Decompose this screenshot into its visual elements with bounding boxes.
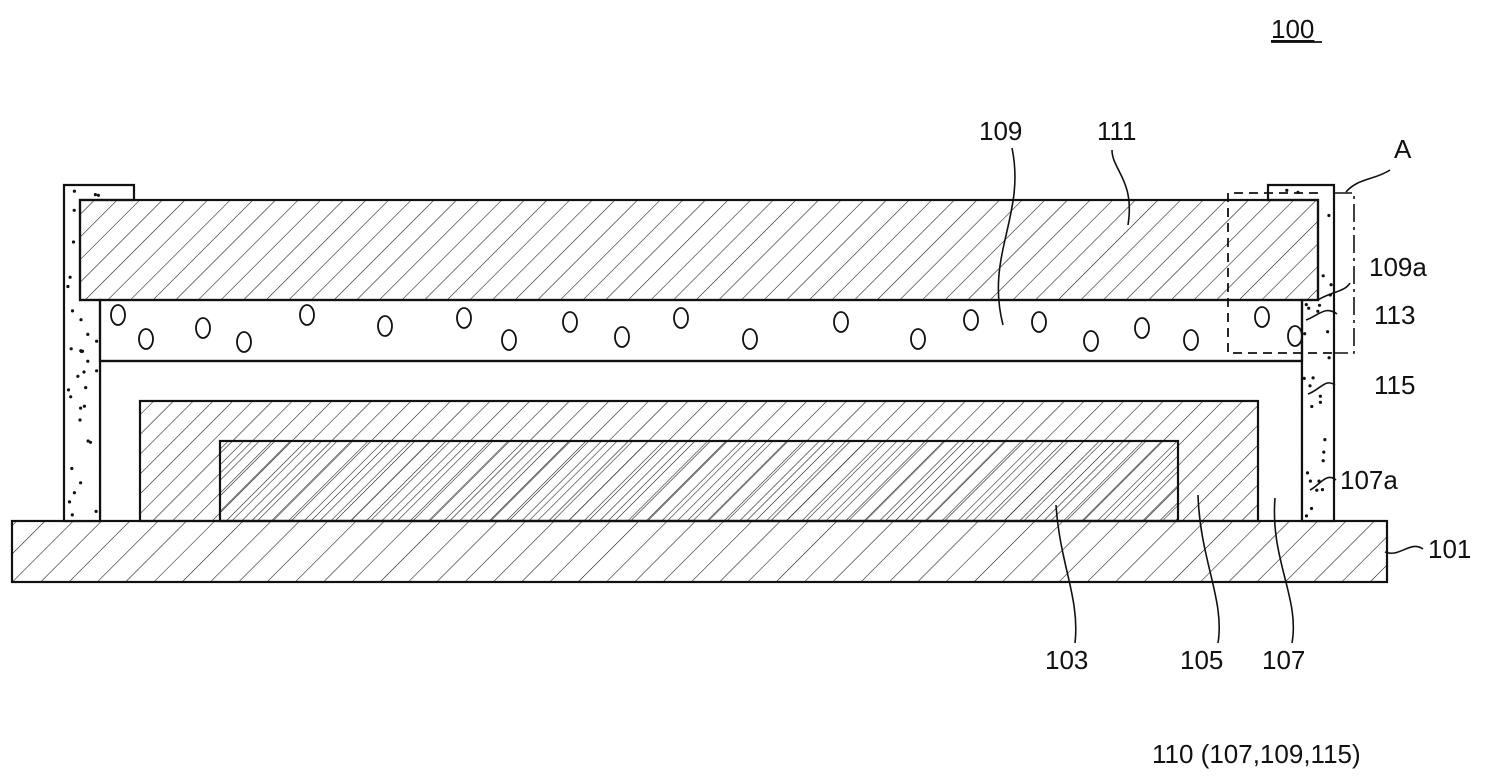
filler-bubble: [674, 308, 688, 328]
filler-bubble: [1084, 331, 1098, 351]
sealant-dot: [1319, 395, 1322, 398]
sealant-dot: [1310, 405, 1313, 408]
label-113: 113: [1374, 300, 1415, 330]
sealant-dot: [95, 369, 98, 372]
leader-A: [1346, 170, 1390, 192]
sealant-dot: [1315, 489, 1318, 492]
filler-bubble: [502, 330, 516, 350]
sealant-dot: [1309, 480, 1312, 483]
sealant-dot: [86, 360, 89, 363]
cover-layer-111: [80, 200, 1318, 300]
sealant-dot: [95, 340, 98, 343]
sealant-dot: [73, 491, 76, 494]
label-115: 115: [1374, 370, 1415, 400]
sealant-dot: [70, 347, 73, 350]
sealant-dot: [1305, 303, 1308, 306]
sealant-dot: [1328, 356, 1331, 359]
sealant-dot: [95, 510, 98, 513]
sealant-dot: [1330, 283, 1333, 286]
region-a-dashdot-line: [1334, 193, 1354, 353]
label-107: 107: [1262, 645, 1305, 675]
label-101: 101: [1428, 534, 1471, 564]
sealant-dot: [66, 285, 69, 288]
sealant-dot: [73, 209, 76, 212]
sealant-dot: [71, 309, 74, 312]
filler-bubble: [300, 305, 314, 325]
filler-bubble: [563, 312, 577, 332]
sealant-dot: [1327, 214, 1330, 217]
device-layer-103: [220, 441, 1178, 521]
sealant-dot: [1322, 451, 1325, 454]
sealant-dot: [72, 240, 75, 243]
filler-bubble: [743, 329, 757, 349]
leader-101: [1385, 546, 1423, 553]
filler-bubble: [911, 329, 925, 349]
label-107a: 107a: [1340, 465, 1398, 495]
sealant-dot: [1322, 459, 1325, 462]
sealant-dot: [80, 350, 83, 353]
sealant-dot: [1319, 401, 1322, 404]
sealant-dot: [68, 500, 71, 503]
sealant-dot: [1307, 307, 1310, 310]
sealant-dot: [1306, 471, 1309, 474]
sealant-dot: [1323, 438, 1326, 441]
figure-ref-100: 100: [1271, 14, 1314, 44]
filler-bubble: [1135, 318, 1149, 338]
sealant-dot: [79, 481, 82, 484]
filler-bubble: [1255, 307, 1269, 327]
filler-bubble: [237, 332, 251, 352]
sealant-dot: [1303, 377, 1306, 380]
filler-bubble: [111, 305, 125, 325]
sealant-dot: [87, 439, 90, 442]
sealant-dot: [1316, 310, 1319, 313]
sealant-dot: [79, 407, 82, 410]
filler-bubble: [378, 316, 392, 336]
sealant-dot: [1285, 189, 1288, 192]
filler-layer-109: [100, 300, 1302, 361]
sealant-dot: [69, 276, 72, 279]
sealant-dot: [1318, 304, 1321, 307]
sealant-dot: [76, 375, 79, 378]
filler-bubble: [615, 327, 629, 347]
sealant-dot: [1312, 376, 1315, 379]
sealant-dot: [1321, 488, 1324, 491]
filler-bubble: [139, 329, 153, 349]
sealant-dot: [70, 467, 73, 470]
sealant-dot: [83, 405, 86, 408]
sealant-dot: [73, 190, 76, 193]
filler-bubble: [964, 310, 978, 330]
sealant-dot: [1308, 384, 1311, 387]
label-A: A: [1394, 134, 1412, 164]
filler-bubble: [457, 308, 471, 328]
substrate-layer-101: [12, 521, 1387, 582]
sealant-dot: [69, 395, 72, 398]
sealant-dot: [86, 333, 89, 336]
composite-ref-110: 110 (107,109,115): [1152, 739, 1361, 769]
filler-particles: [111, 305, 1302, 352]
sealant-dot: [79, 318, 82, 321]
label-109a: 109a: [1369, 252, 1427, 282]
label-105: 105: [1180, 645, 1223, 675]
label-109: 109: [979, 116, 1022, 146]
sealant-dot: [1326, 330, 1329, 333]
sealant-dot: [1322, 274, 1325, 277]
filler-bubble: [1184, 330, 1198, 350]
label-111: 111: [1097, 116, 1137, 146]
label-103: 103: [1045, 645, 1088, 675]
sealant-dot: [78, 418, 81, 421]
sealant-dot: [71, 513, 74, 516]
sealant-dot: [1305, 514, 1308, 517]
sealant-dot: [94, 193, 97, 196]
sealant-dot: [1303, 332, 1306, 335]
sealant-dot: [67, 388, 70, 391]
filler-bubble: [1032, 312, 1046, 332]
filler-bubble: [196, 318, 210, 338]
sealant-dot: [82, 370, 85, 373]
filler-bubble: [1288, 326, 1302, 346]
sealant-dot: [1310, 507, 1313, 510]
sealant-dot: [84, 386, 87, 389]
sealant-dot: [97, 194, 100, 197]
filler-bubble: [834, 312, 848, 332]
